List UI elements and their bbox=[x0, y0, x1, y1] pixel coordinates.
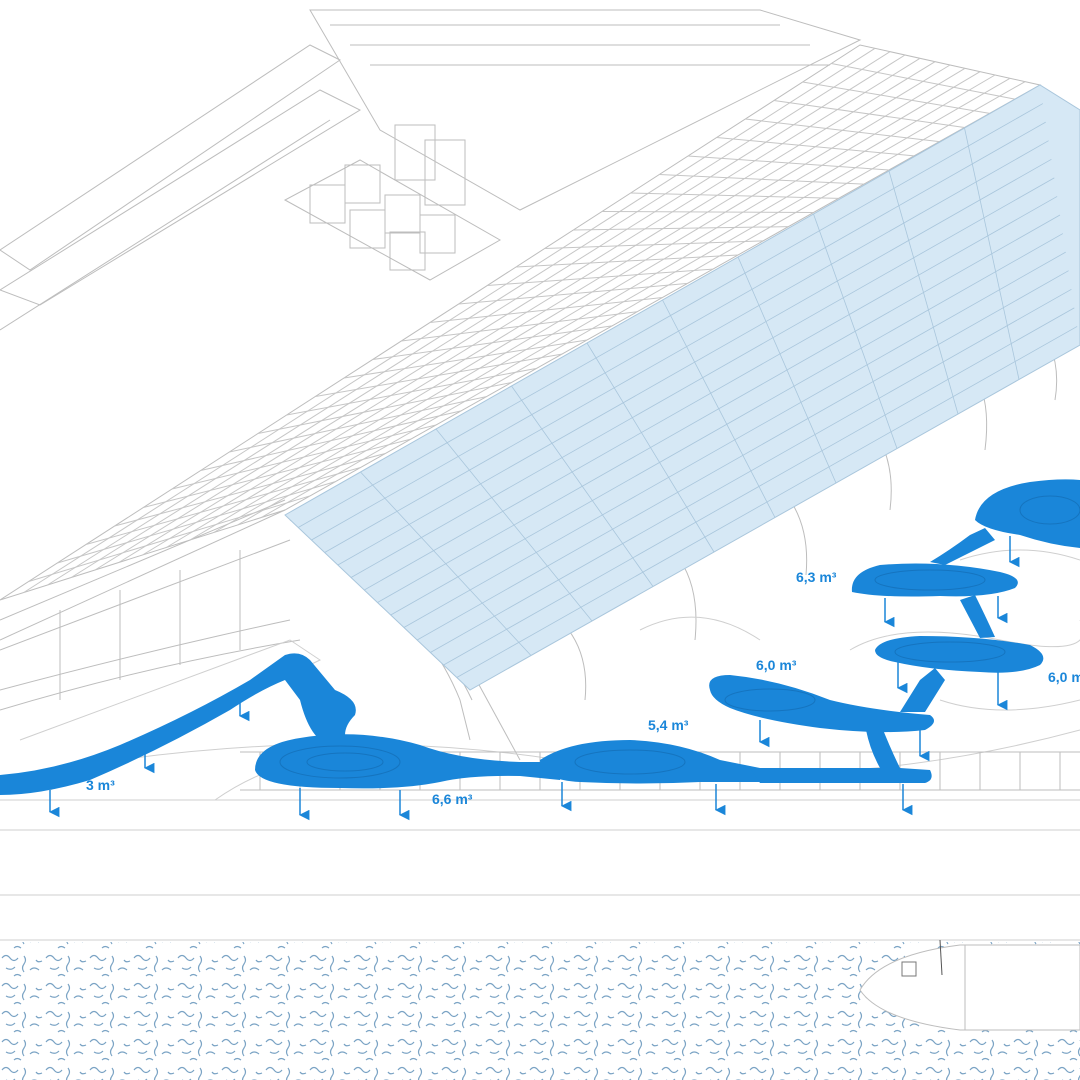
basin-e-shape bbox=[851, 563, 1018, 597]
basin-e-volume-label: 6,3 m³ bbox=[796, 569, 837, 585]
basin-a-volume-label: 3 m³ bbox=[86, 777, 115, 793]
water-basins bbox=[0, 479, 1080, 795]
glass-purlin bbox=[435, 428, 593, 622]
basin-f-volume-label: 6,0 m³ bbox=[1048, 669, 1080, 685]
basin-b-volume-label: 6,6 m³ bbox=[432, 791, 473, 807]
glass-purlin bbox=[511, 385, 654, 587]
panel-col-line bbox=[47, 51, 891, 586]
facade bbox=[0, 539, 301, 711]
panel-col-line bbox=[23, 47, 876, 593]
glass-purlin bbox=[662, 299, 776, 518]
panel-col-line bbox=[189, 71, 981, 541]
building-linework bbox=[0, 9, 1080, 941]
glass-purlin bbox=[360, 471, 532, 656]
basin-d-link bbox=[900, 668, 945, 712]
basin-d-volume-label: 6,0 m³ bbox=[756, 657, 797, 673]
glass-purlin bbox=[737, 256, 837, 484]
basin-contours bbox=[279, 495, 1080, 779]
glass-purlin bbox=[964, 127, 1020, 380]
basin-a-shape bbox=[0, 653, 356, 795]
panel-col-line bbox=[165, 67, 966, 548]
panel-col-line bbox=[118, 61, 936, 563]
basin-f-shape bbox=[875, 636, 1044, 673]
panel-col-line bbox=[70, 54, 906, 578]
boat bbox=[859, 939, 1080, 1031]
back-warehouse bbox=[0, 9, 862, 331]
quay bbox=[0, 799, 1080, 941]
basin-e-link bbox=[930, 528, 995, 565]
rooftop-units bbox=[283, 124, 502, 281]
glass-purlin bbox=[586, 342, 715, 553]
infiltration-arrows bbox=[48, 536, 1020, 821]
panel-col-line bbox=[94, 57, 921, 571]
glass-purlin bbox=[888, 170, 959, 415]
panel-col-line bbox=[261, 81, 1026, 518]
panel-col-line bbox=[213, 74, 996, 533]
glass-purlin bbox=[813, 213, 898, 449]
basin-b-shape bbox=[255, 734, 560, 789]
basin-c-link bbox=[750, 722, 932, 783]
basin-f-link bbox=[960, 595, 995, 638]
glass-roof bbox=[284, 84, 1080, 691]
basin-c-volume-label: 5,4 m³ bbox=[648, 717, 689, 733]
basin-c-shape bbox=[540, 740, 760, 784]
panel-col-line bbox=[237, 77, 1011, 526]
basin-d-shape bbox=[709, 675, 934, 733]
volume-labels: 3 m³ 6,6 m³ 5,4 m³ 6,0 m³ 6,3 m³ 6,0 m³ bbox=[86, 569, 1080, 807]
panel-col-line bbox=[142, 64, 951, 556]
